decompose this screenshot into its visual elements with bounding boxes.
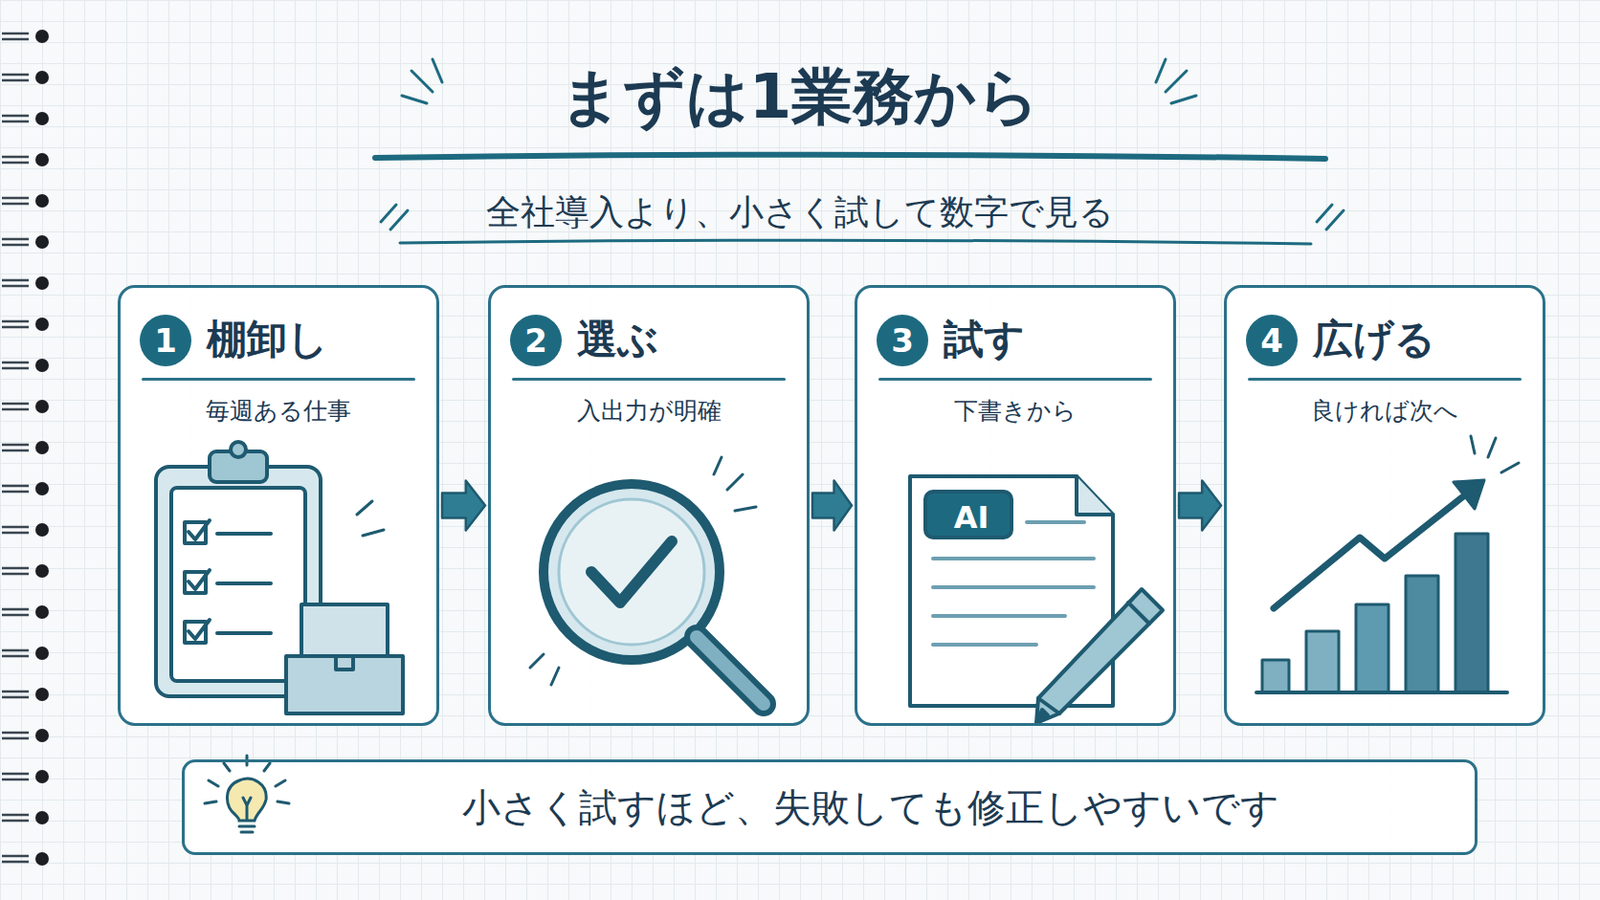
heading-underline [141,377,416,381]
binding-wire [1,527,29,534]
binding-wire [1,486,29,492]
spiral-binding [1,29,49,867]
binding-wire [1,239,29,245]
binding-hole [35,194,49,208]
binding-wire [1,74,29,81]
binding-wire [1,691,29,698]
step-heading: 試す [943,312,1025,367]
step-body: 毎週ある仕事 [120,395,437,427]
step-number-circle: 1 [139,314,192,367]
step-body: 良ければ次へ [1226,395,1543,427]
binding-hole [35,646,49,661]
binding-hole [35,276,49,290]
binding-hole [35,317,49,332]
step-box: 選ぶ入出力が明確 2 [488,285,810,727]
binding-hole [35,70,49,85]
binding-hole [35,482,49,496]
binding-hole [35,235,49,249]
binding-wire [1,609,29,616]
binding-wire [1,815,29,822]
step-number-circle: 4 [1245,314,1298,367]
step-number: 3 [890,321,914,360]
binding-wire [1,733,29,739]
step-number-circle: 3 [876,314,929,367]
magnifier-icon [530,457,764,705]
step-box: 広げる良ければ次へ 4 [1223,285,1546,727]
step-number: 2 [524,321,548,360]
flow-arrow [442,481,486,532]
ai-badge-label: AI [928,494,1015,541]
binding-wire [1,856,29,863]
heading-underline [878,377,1153,381]
binding-hole [35,111,49,126]
step-number: 4 [1260,321,1284,360]
binding-wire [1,198,29,204]
binding-wire [1,33,29,40]
binding-hole [35,729,49,743]
binding-hole [35,441,49,455]
binding-hole [35,770,49,784]
step-box: 棚卸し毎週ある仕事 1 [117,285,440,727]
binding-wire [1,115,29,122]
binding-hole [35,153,49,167]
step-heading: 広げる [1312,312,1436,367]
note-box: 小さく試すほど、失敗しても修正しやすいです [181,759,1478,856]
binding-wire [1,321,29,328]
binding-hole [35,688,49,702]
binding-hole [35,852,49,867]
step-box: 試す下書きから 3AI [854,285,1177,727]
binding-hole [35,605,49,620]
box-fill [489,287,808,725]
binding-wire [1,403,29,410]
step-body: 入出力が明確 [490,395,807,427]
step-heading: 棚卸し [206,312,329,367]
binding-wire [1,156,29,163]
clipboard-icon [155,442,403,714]
binding-wire [1,650,29,657]
binding-hole [35,564,49,578]
diagram-title: まずは1業務から [0,55,1600,139]
binding-hole [35,400,49,414]
note-text: 小さく試すほど、失敗しても修正しやすいです [462,781,1280,835]
binding-wire [1,280,29,287]
flow-arrow [1178,481,1222,532]
flow-arrow [812,481,852,532]
binding-wire [1,568,29,575]
lightbulb-icon [204,755,289,833]
heading-underline [1247,377,1522,381]
step-heading: 選ぶ [577,312,659,367]
binding-hole [35,523,49,537]
binding-wire [1,362,29,369]
binding-wire [1,774,29,780]
step-body: 下書きから [857,395,1174,427]
growth-chart-icon [1256,436,1519,693]
step-number: 1 [154,321,178,360]
step-number-circle: 2 [510,314,562,367]
binding-hole [35,811,49,825]
binding-wire [1,444,29,451]
binding-hole [35,29,49,44]
box-fill [119,287,438,725]
binding-hole [35,358,49,373]
subtitle-label: 全社導入より、小さく試して数字で見る [0,189,1600,237]
ai-document-icon [910,476,1163,724]
box-fill [1225,287,1544,725]
box-fill [856,287,1175,725]
heading-underline [511,377,786,381]
box-fills [119,287,1544,854]
box-fill [183,761,1476,854]
